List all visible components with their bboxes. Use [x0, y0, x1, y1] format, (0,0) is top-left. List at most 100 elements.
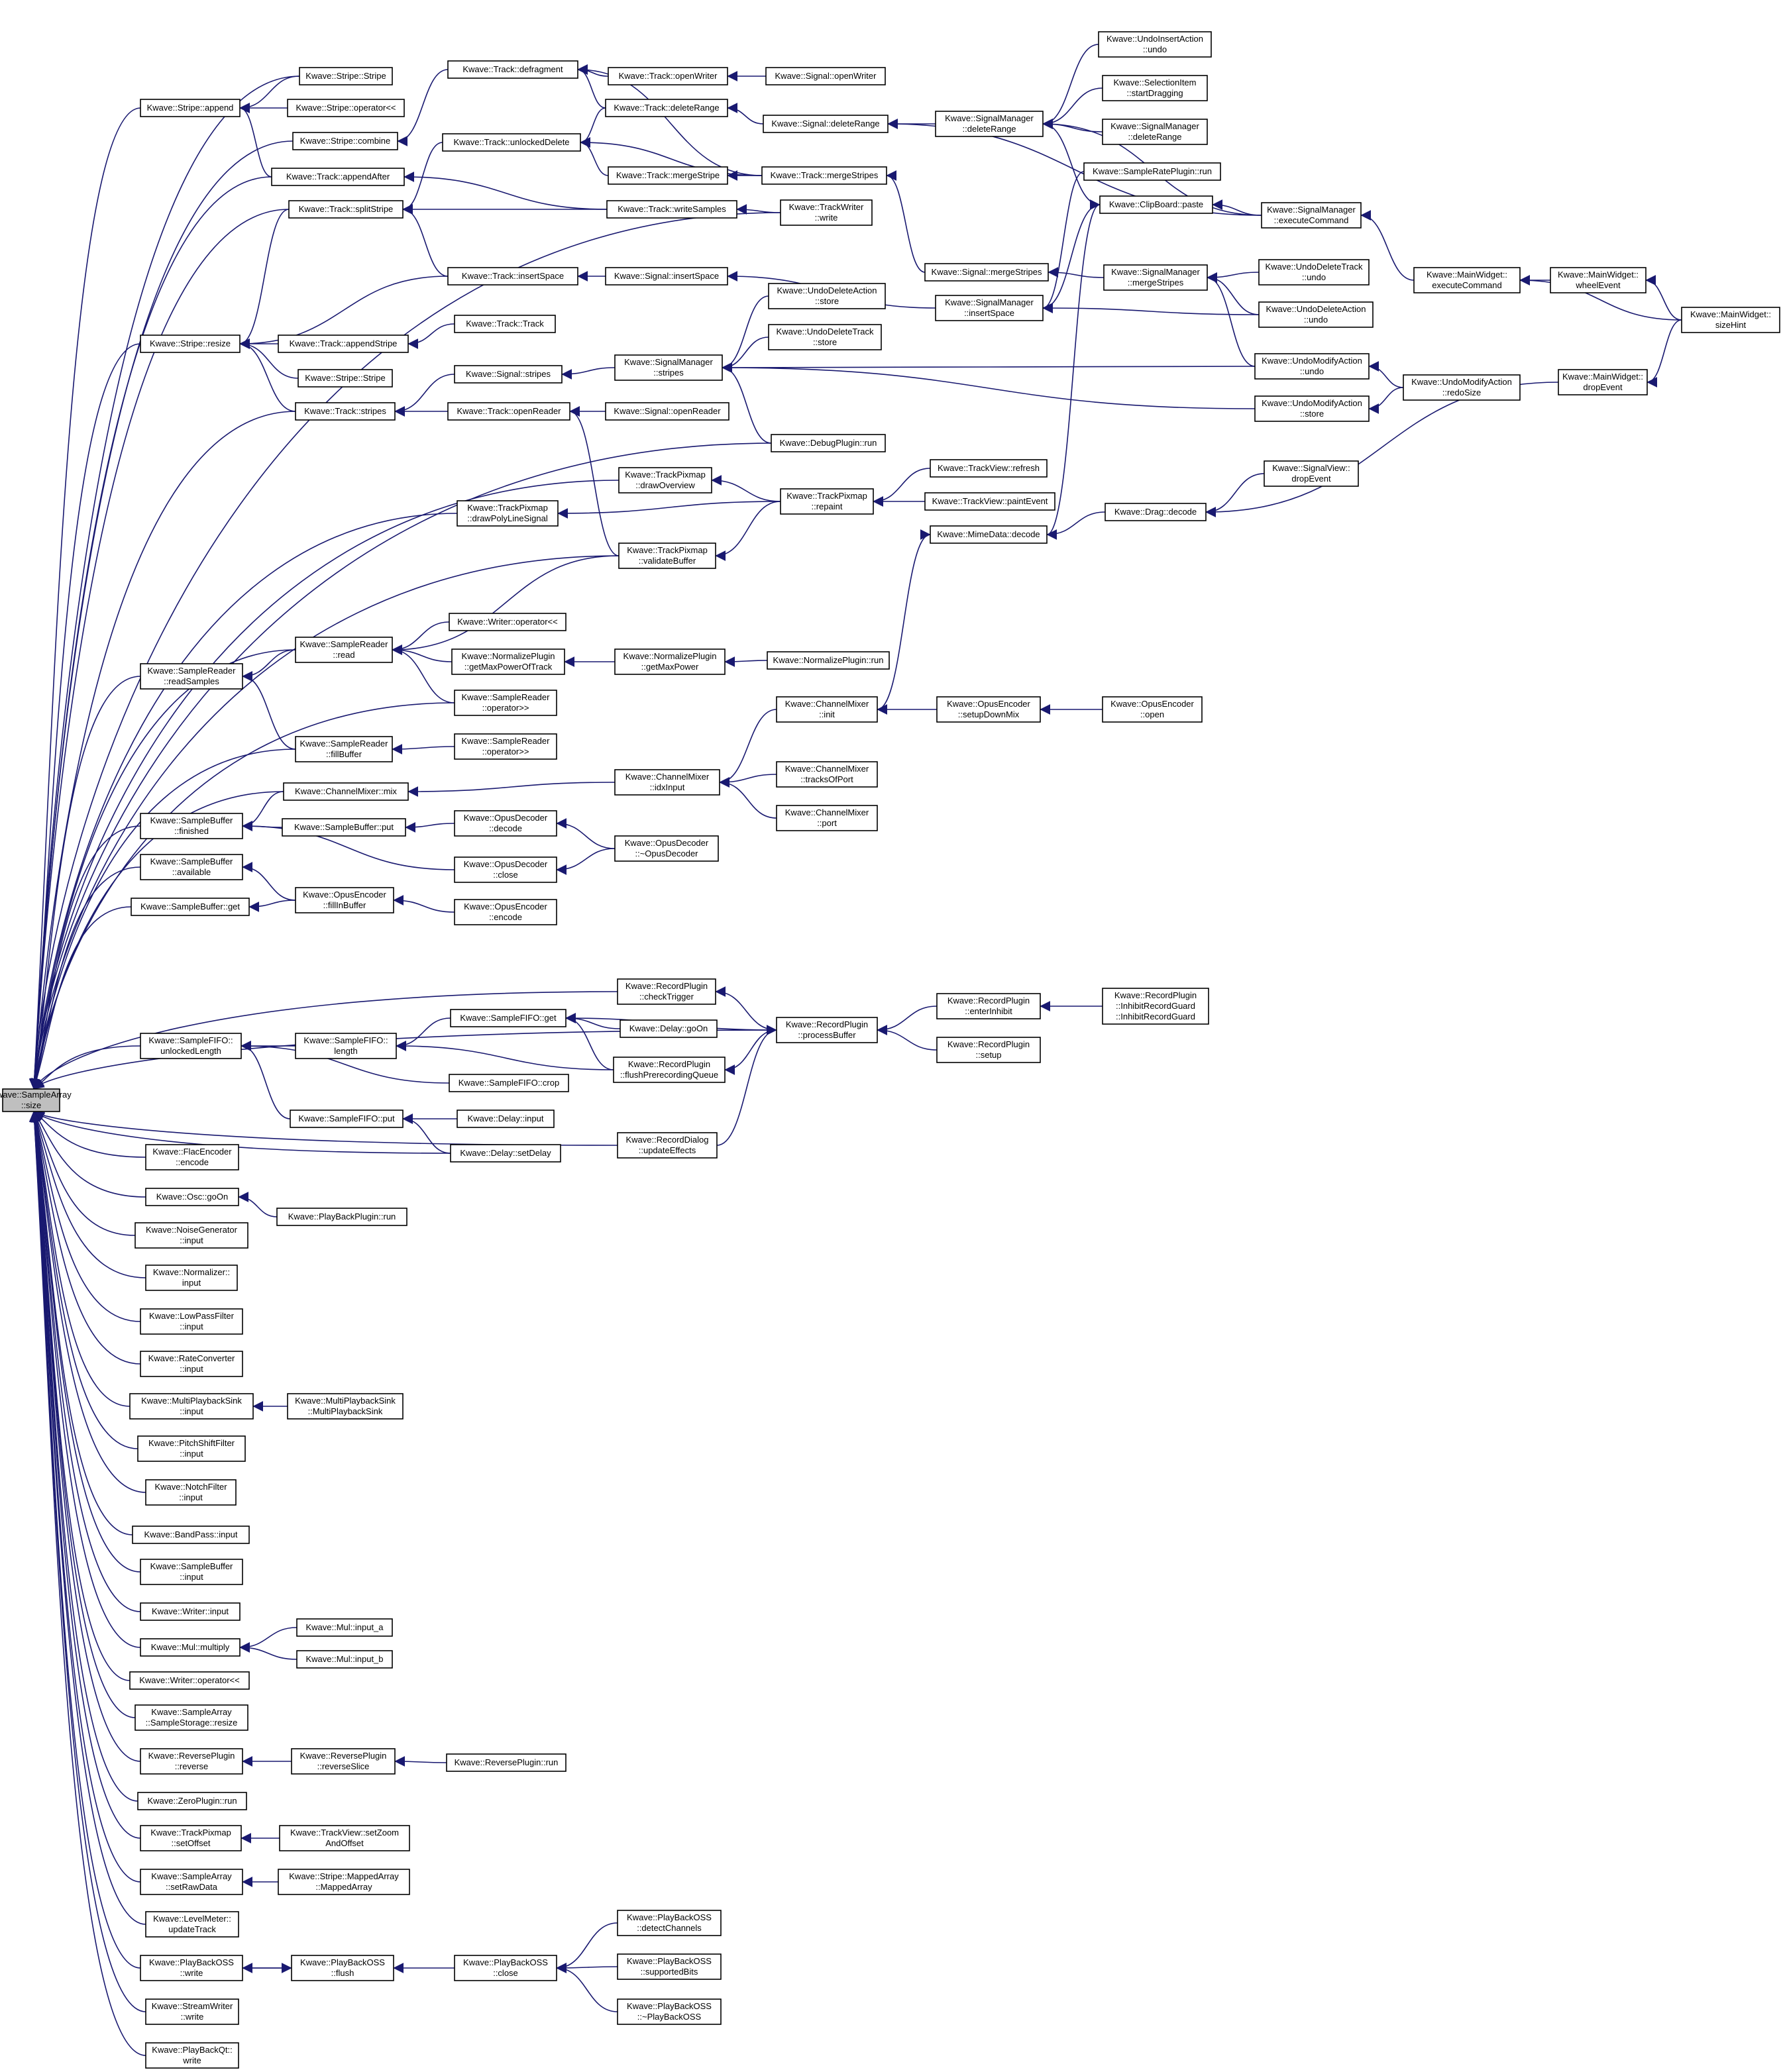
graph-node[interactable]: Kwave::SampleArray::setRawData	[140, 1869, 243, 1895]
graph-node[interactable]: Kwave::PlayBackOSS::close	[454, 1955, 557, 1981]
graph-node[interactable]: Kwave::Track::unlockedDelete	[442, 133, 581, 152]
graph-node[interactable]: Kwave::Track::mergeStripe	[608, 166, 728, 185]
graph-node[interactable]: Kwave::NormalizePlugin::getMaxPower	[614, 648, 726, 675]
graph-node[interactable]: Kwave::OpusDecoder::~OpusDecoder	[614, 835, 719, 862]
graph-node[interactable]: Kwave::FlacEncoder::encode	[145, 1144, 239, 1170]
graph-node[interactable]: Kwave::Track::insertSpace	[447, 267, 578, 285]
graph-node[interactable]: Kwave::ChannelMixer::port	[776, 805, 878, 831]
graph-node[interactable]: Kwave::SampleReader::readSamples	[140, 663, 243, 690]
graph-node[interactable]: Kwave::SampleBuffer::put	[282, 818, 406, 837]
graph-node[interactable]: Kwave::SampleBuffer::input	[140, 1559, 243, 1585]
graph-node[interactable]: Kwave::MainWidget::executeCommand	[1413, 267, 1521, 293]
graph-node[interactable]: Kwave::ChannelMixer::tracksOfPort	[776, 761, 878, 788]
graph-node[interactable]: Kwave::ClipBoard::paste	[1099, 195, 1213, 214]
graph-node[interactable]: Kwave::Track::writeSamples	[606, 200, 737, 219]
graph-node[interactable]: Kwave::OpusEncoder::setupDownMix	[936, 696, 1041, 723]
graph-node[interactable]: Kwave::PlayBackOSS::~PlayBackOSS	[617, 1998, 722, 2025]
graph-node[interactable]: Kwave::Osc::goOn	[145, 1188, 239, 1206]
graph-node[interactable]: Kwave::SignalManager::insertSpace	[935, 295, 1044, 321]
graph-node[interactable]: Kwave::Track::splitStripe	[288, 200, 404, 219]
graph-node[interactable]: Kwave::SampleReader::read	[295, 637, 393, 663]
graph-node[interactable]: Kwave::NotchFilter::input	[145, 1479, 237, 1506]
graph-node[interactable]: Kwave::ChannelMixer::idxInput	[614, 769, 720, 796]
graph-node[interactable]: Kwave::UndoDeleteTrack::store	[768, 324, 882, 350]
graph-node[interactable]: Kwave::MainWidget::sizeHint	[1681, 307, 1780, 333]
graph-node[interactable]: Kwave::Signal::openWriter	[765, 67, 886, 85]
graph-node[interactable]: Kwave::TrackWriter::write	[780, 199, 873, 226]
graph-node[interactable]: Kwave::Stripe::Stripe	[297, 369, 393, 388]
graph-node[interactable]: Kwave::Writer::operator<<	[449, 613, 567, 631]
graph-node[interactable]: Kwave::ReversePlugin::reverse	[140, 1748, 243, 1775]
graph-node[interactable]: Kwave::ChannelMixer::mix	[283, 782, 409, 801]
graph-node[interactable]: Kwave::SignalManager::executeCommand	[1261, 202, 1362, 229]
graph-node[interactable]: Kwave::NormalizePlugin::run	[767, 651, 890, 670]
graph-node[interactable]: Kwave::Signal::deleteRange	[763, 115, 889, 133]
graph-node[interactable]: Kwave::UndoDeleteTrack::undo	[1258, 259, 1370, 285]
graph-node[interactable]: Kwave::Track::openReader	[447, 402, 570, 421]
graph-node[interactable]: Kwave::NormalizePlugin::getMaxPowerOfTra…	[451, 648, 565, 675]
graph-node[interactable]: Kwave::Signal::stripes	[454, 365, 563, 384]
graph-node[interactable]: Kwave::Delay::goOn	[620, 1019, 718, 1038]
graph-node[interactable]: Kwave::SignalView::dropEvent	[1264, 460, 1359, 487]
graph-node[interactable]: Kwave::SignalManager::deleteRange	[1102, 119, 1208, 145]
graph-node[interactable]: Kwave::Stripe::operator<<	[287, 99, 405, 117]
graph-node[interactable]: Kwave::RateConverter::input	[140, 1351, 243, 1377]
graph-node[interactable]: Kwave::Mul::input_b	[296, 1650, 393, 1669]
graph-node[interactable]: Kwave::Track::mergeStripes	[761, 166, 887, 185]
graph-node[interactable]: Kwave::Stripe::MappedArray::MappedArray	[278, 1869, 410, 1895]
graph-node[interactable]: Kwave::LevelMeter::updateTrack	[145, 1911, 239, 1938]
graph-node[interactable]: Kwave::RecordPlugin::flushPrerecordingQu…	[613, 1057, 726, 1083]
graph-node[interactable]: Kwave::RecordDialog::updateEffects	[617, 1132, 718, 1159]
graph-node[interactable]: Kwave::UndoDeleteAction::undo	[1258, 301, 1374, 328]
graph-node[interactable]: Kwave::SampleBuffer::get	[131, 898, 250, 916]
graph-node[interactable]: Kwave::RecordPlugin::processBuffer	[776, 1017, 878, 1043]
graph-node[interactable]: Kwave::OpusEncoder::open	[1102, 696, 1203, 723]
graph-node[interactable]: Kwave::Writer::operator<<	[129, 1671, 250, 1690]
graph-node[interactable]: Kwave::SampleBuffer::finished	[140, 813, 243, 839]
graph-node[interactable]: Kwave::UndoModifyAction::undo	[1254, 353, 1370, 380]
graph-node[interactable]: Kwave::PitchShiftFilter::input	[137, 1435, 246, 1462]
graph-node[interactable]: Kwave::PlayBackOSS::supportedBits	[617, 1953, 722, 1980]
graph-node[interactable]: Kwave::TrackPixmap::validateBuffer	[618, 543, 716, 569]
graph-node[interactable]: Kwave::Mul::input_a	[296, 1618, 393, 1637]
graph-node[interactable]: Kwave::Delay::input	[457, 1110, 555, 1128]
graph-node[interactable]: Kwave::SampleReader::operator>>	[454, 733, 557, 760]
graph-node[interactable]: Kwave::SampleArray::size	[0, 1088, 72, 1112]
graph-node[interactable]: Kwave::Track::defragment	[447, 60, 578, 79]
graph-node[interactable]: Kwave::BandPass::input	[132, 1526, 250, 1544]
graph-node[interactable]: Kwave::Signal::insertSpace	[605, 267, 728, 285]
graph-node[interactable]: Kwave::UndoDeleteAction::store	[768, 283, 886, 309]
graph-node[interactable]: Kwave::PlayBackOSS::detectChannels	[617, 1910, 722, 1936]
graph-node[interactable]: Kwave::LowPassFilter::input	[140, 1308, 243, 1335]
graph-node[interactable]: Kwave::Mul::multiply	[140, 1638, 241, 1657]
graph-node[interactable]: Kwave::SampleArray::SampleStorage::resiz…	[135, 1704, 248, 1731]
graph-node[interactable]: Kwave::MimeData::decode	[930, 525, 1048, 544]
graph-node[interactable]: Kwave::DebugPlugin::run	[771, 434, 886, 452]
graph-node[interactable]: Kwave::UndoModifyAction::redoSize	[1403, 374, 1521, 401]
graph-node[interactable]: Kwave::SampleFIFO::length	[295, 1033, 397, 1059]
graph-node[interactable]: Kwave::RecordPlugin::enterInhibit	[936, 993, 1041, 1019]
graph-node[interactable]: Kwave::RecordPlugin::checkTrigger	[617, 978, 716, 1005]
graph-node[interactable]: Kwave::OpusDecoder::close	[454, 856, 557, 883]
graph-node[interactable]: Kwave::NoiseGenerator::input	[135, 1222, 248, 1249]
graph-node[interactable]: Kwave::SampleFIFO::put	[290, 1110, 404, 1128]
graph-node[interactable]: Kwave::Track::deleteRange	[605, 99, 728, 117]
graph-node[interactable]: Kwave::TrackPixmap::repaint	[780, 488, 874, 515]
graph-node[interactable]: Kwave::SampleReader::operator>>	[454, 690, 557, 716]
graph-node[interactable]: Kwave::Track::appendAfter	[271, 168, 405, 186]
graph-node[interactable]: Kwave::Signal::openReader	[605, 402, 729, 421]
graph-node[interactable]: Kwave::Stripe::append	[140, 99, 241, 117]
graph-node[interactable]: Kwave::OpusDecoder::decode	[454, 810, 557, 837]
graph-node[interactable]: Kwave::SampleRatePlugin::run	[1083, 162, 1221, 181]
graph-node[interactable]: Kwave::PlayBackOSS::write	[140, 1955, 243, 1981]
graph-node[interactable]: Kwave::SampleFIFO::get	[450, 1009, 567, 1027]
graph-node[interactable]: Kwave::ZeroPlugin::run	[137, 1792, 247, 1810]
graph-node[interactable]: Kwave::SignalManager::deleteRange	[935, 111, 1044, 137]
graph-node[interactable]: Kwave::Stripe::Stripe	[299, 67, 393, 85]
graph-node[interactable]: Kwave::Drag::decode	[1105, 503, 1207, 521]
graph-node[interactable]: Kwave::TrackView::refresh	[930, 459, 1048, 478]
graph-node[interactable]: Kwave::SignalManager::stripes	[614, 354, 723, 381]
graph-node[interactable]: Kwave::PlayBackQt::write	[145, 2042, 239, 2069]
graph-node[interactable]: Kwave::UndoModifyAction::store	[1254, 395, 1370, 422]
